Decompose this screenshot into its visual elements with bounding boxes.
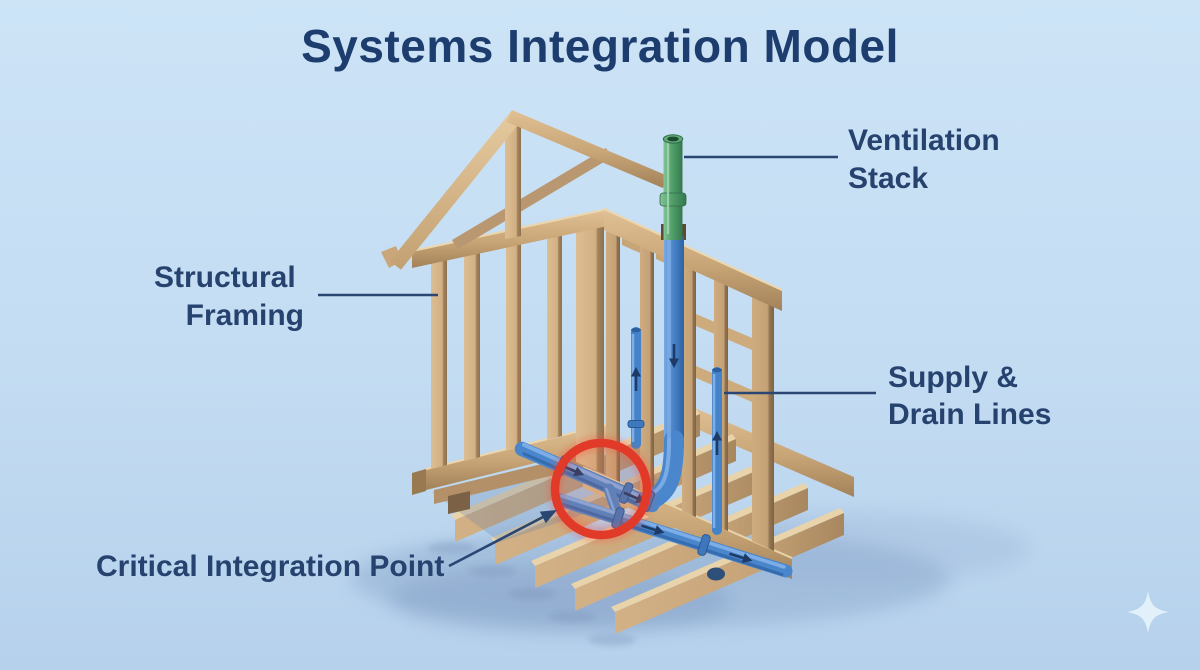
structural-label-line1: Structural [154,261,296,294]
critical-integration-highlight [547,435,655,543]
sill-plate [426,424,612,490]
pipe-cap [631,327,641,333]
king-post [505,117,521,239]
sill-notch [448,491,470,514]
left-stud-wall [411,208,620,514]
critical-label: Critical Integration Point [96,550,444,583]
ventilation-label-line2: Stack [848,162,928,195]
sill-end [412,469,426,495]
pipe-body [603,483,623,519]
supply-label: Supply & Drain Lines [888,361,1051,431]
ventilation-label-line1: Ventilation [848,124,1000,157]
left-rafter [390,110,523,270]
pipe-coupling [659,192,687,207]
callout-arrowhead-icon [539,510,557,524]
sparkle-icon [1127,591,1169,633]
corner-post [576,211,604,474]
wall-stud [464,237,480,461]
right-rafter [506,110,668,188]
wall-stud [431,245,447,469]
ventilation-label: Ventilation Stack [848,124,1008,195]
top-plate [604,210,782,311]
pipe-cap [712,367,722,373]
structural-label: Structural Framing [154,261,304,332]
wall-stud [640,246,654,499]
pipe-opening-inner [667,136,679,142]
joist-shadow [428,542,476,554]
pipe-highlight [560,494,786,569]
blocking [622,236,640,253]
wall-stud [547,220,562,440]
supply-label-line1: Supply & [888,361,1018,394]
gable-roof-truss [381,110,668,270]
wall-stud [506,229,521,450]
pipe-hole [707,567,725,581]
supply-label-line2: Drain Lines [888,398,1051,431]
critical-callout-line [448,515,544,568]
joist-shadow [508,588,556,600]
back-rafter [452,148,612,250]
end-post [752,297,774,551]
top-plate [412,210,608,268]
highlight-ring [550,438,652,540]
wall-stud [682,265,696,517]
pipe-shade [560,502,784,576]
joist [615,513,844,634]
ventilation-stack-pipe [659,134,687,240]
floor-pipe-branch [603,483,623,519]
plate-highlight [603,208,783,291]
pipe-body [663,138,683,240]
pipe-coupling [627,420,645,428]
joist-top [611,508,844,612]
highlight-tint [559,447,643,531]
page-title: Systems Integration Model [301,20,899,72]
joist [575,488,808,611]
wall-stud [606,231,620,484]
joist-shadow [548,611,596,623]
joist-shadow [588,634,636,646]
joist-shadow [468,565,516,577]
callout-lines [318,155,876,568]
pipe-highlight [605,487,616,514]
structural-label-line2: Framing [186,299,304,332]
